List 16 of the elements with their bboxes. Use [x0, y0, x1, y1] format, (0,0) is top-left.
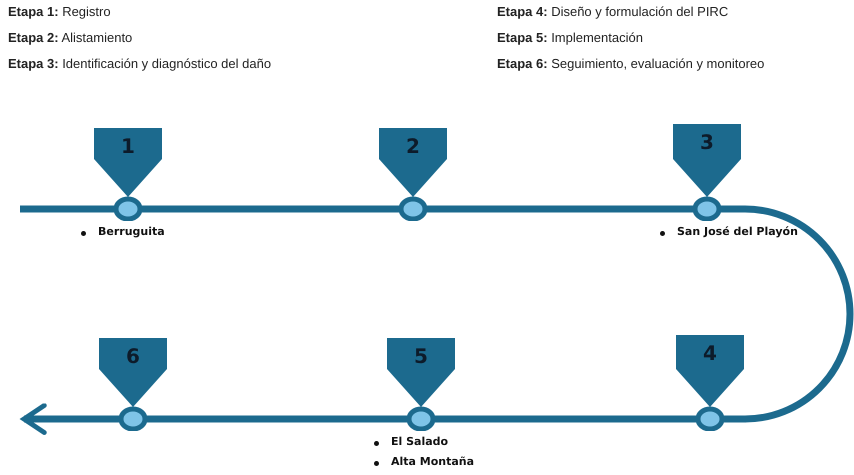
- stage-description: Etapa 3: Identificación y diagnóstico del daño: [8, 56, 272, 71]
- place-name: San José del Playón: [677, 225, 798, 238]
- stage-description: Etapa 6: Seguimiento, evaluación y monitoreo: [497, 56, 764, 71]
- timeline-line: [169, 416, 385, 422]
- stage-description: Etapa 4: Diseño y formulación del PIRC: [497, 4, 728, 19]
- timeline-line: [164, 206, 377, 212]
- timeline-line: [742, 206, 854, 422]
- place-name: Alta Montaña: [391, 455, 474, 468]
- timeline-line: [457, 416, 674, 422]
- stage-description: Etapa 1: Registro: [8, 4, 111, 19]
- place-name: El Salado: [391, 435, 448, 448]
- stage-description: Etapa 2: Alistamiento: [8, 30, 132, 45]
- timeline-line: [449, 206, 671, 212]
- stage-description: Etapa 5: Implementación: [497, 30, 643, 45]
- timeline-arrow: [22, 403, 97, 435]
- place-name: Berruguita: [98, 225, 165, 238]
